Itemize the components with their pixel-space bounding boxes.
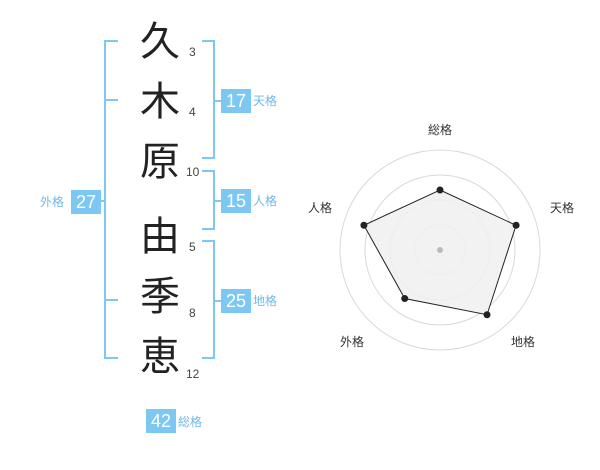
name-char-2: 木	[140, 79, 180, 125]
radar-axis-label-tenkaku: 天格	[550, 201, 575, 215]
radar-grid-ring	[364, 174, 516, 326]
radar-point-地格	[483, 311, 491, 319]
jinkaku-bracket-tick	[202, 170, 215, 172]
radar-axis-label-gaikaku: 外格	[340, 335, 365, 349]
stroke-count-6: 12	[186, 367, 200, 381]
stroke-count-4: 5	[189, 240, 196, 254]
name-char-5: 季	[140, 274, 180, 320]
stroke-count-3: 10	[186, 165, 200, 179]
radar-point-総格	[436, 186, 444, 194]
gaikaku-label: 外格	[40, 195, 65, 209]
radar-point-外格	[401, 295, 409, 303]
stroke-count-2: 4	[189, 105, 196, 119]
radar-point-人格	[360, 221, 368, 229]
jinkaku-value-badge: 15	[221, 189, 251, 213]
tenkaku-bracket	[213, 40, 215, 159]
tenkaku-connector	[213, 100, 222, 102]
radar-point-天格	[512, 221, 520, 229]
radar-grid-ring	[339, 149, 541, 351]
jinkaku-label: 人格	[253, 194, 278, 208]
gaikaku-bracket	[104, 40, 106, 359]
radar-center-point	[437, 247, 443, 253]
name-char-3: 原	[140, 139, 180, 185]
radar-axis-label-jinkaku: 人格	[308, 201, 333, 215]
stroke-count-5: 8	[189, 306, 196, 320]
soukaku-label: 総格	[178, 415, 203, 429]
chikaku-bracket	[213, 240, 215, 359]
name-char-6: 恵	[140, 334, 180, 380]
tenkaku-bracket-tick	[202, 40, 215, 42]
gaikaku-connector	[98, 200, 106, 202]
tenkaku-bracket-tick	[202, 157, 215, 159]
radar-chart	[339, 149, 541, 351]
chikaku-bracket-tick	[202, 240, 215, 242]
gaikaku-bracket-tick	[104, 99, 118, 101]
gaikaku-bracket-tick	[104, 357, 118, 359]
radar-axis-label-chikaku: 地格	[511, 335, 536, 349]
gaikaku-bracket-tick	[104, 299, 118, 301]
name-char-4: 由	[140, 214, 180, 260]
tenkaku-value-badge: 17	[221, 89, 251, 113]
chikaku-value-badge: 25	[221, 289, 251, 313]
chikaku-label: 地格	[253, 294, 278, 308]
tenkaku-label: 天格	[253, 94, 278, 108]
gaikaku-bracket-tick	[104, 40, 118, 42]
chikaku-connector	[213, 300, 222, 302]
jinkaku-bracket-tick	[202, 228, 215, 230]
jinkaku-connector	[213, 200, 222, 202]
radar-axis-label-soukaku: 総格	[428, 123, 453, 137]
chikaku-bracket-tick	[202, 357, 215, 359]
name-char-1: 久	[140, 19, 180, 65]
gaikaku-value-badge: 27	[71, 190, 101, 214]
stroke-count-1: 3	[189, 45, 196, 59]
soukaku-value-badge: 42	[146, 409, 176, 433]
